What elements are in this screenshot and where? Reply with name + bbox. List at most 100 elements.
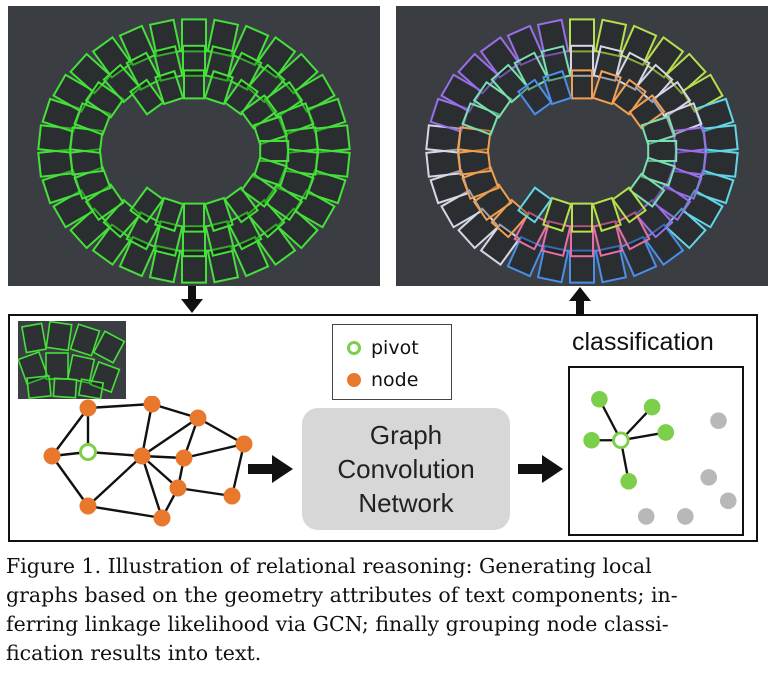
text-component-box <box>542 196 573 233</box>
linked-node <box>620 472 637 490</box>
unlinked-node <box>719 492 737 510</box>
gcn-label-line3: Network <box>358 488 454 518</box>
text-component-box <box>619 235 658 278</box>
graph-node <box>175 449 193 467</box>
text-component-box <box>231 24 270 67</box>
classification-box <box>568 366 744 536</box>
text-component-box <box>118 235 157 278</box>
text-component-box <box>570 44 594 77</box>
graph-edge <box>177 486 233 498</box>
text-component-box <box>591 69 622 106</box>
unlinked-node <box>710 412 727 430</box>
graph-node <box>133 447 151 465</box>
text-component-box <box>571 202 593 233</box>
classification-title: classification <box>572 328 714 356</box>
down-arrow-icon <box>181 286 203 313</box>
unlinked-node <box>637 508 655 525</box>
gcn-label-line2: Convolution <box>337 454 475 484</box>
text-component-box <box>506 24 545 67</box>
linked-node <box>643 398 661 416</box>
unlinked-node <box>676 508 694 525</box>
text-component-box <box>619 24 658 67</box>
text-component-box <box>26 375 52 399</box>
legend-pivot-label: pivot <box>371 337 419 359</box>
text-component-box <box>231 235 270 278</box>
up-arrow-icon <box>569 287 591 314</box>
grouped-text-image <box>396 6 768 286</box>
unlinked-node <box>700 469 718 486</box>
graph-node <box>43 447 61 465</box>
graph-node <box>143 396 161 413</box>
legend-pivot: pivot <box>347 337 419 359</box>
graph-edge <box>183 442 245 460</box>
grouped-boxes-overlay <box>425 18 739 284</box>
text-component-box <box>517 78 553 116</box>
local-graph <box>43 396 253 527</box>
text-component-box <box>203 196 234 233</box>
text-component-box <box>252 115 288 146</box>
text-component-box <box>223 186 259 224</box>
pivot-icon <box>347 341 361 355</box>
text-components-image <box>8 6 380 286</box>
text-component-box <box>203 69 234 106</box>
right-arrow-icon <box>518 455 563 483</box>
text-component-box <box>571 69 593 100</box>
text-component-box <box>472 80 513 119</box>
legend-node-label: node <box>371 369 419 391</box>
text-component-box <box>92 330 126 364</box>
graph-node <box>223 487 241 505</box>
text-component-box <box>154 196 185 233</box>
text-component-box <box>84 80 125 119</box>
graph-edge <box>87 455 143 507</box>
text-component-box <box>37 148 74 178</box>
graph-edge <box>230 443 246 497</box>
text-component-box <box>240 172 278 208</box>
graph-node <box>189 409 207 427</box>
text-component-box <box>425 148 462 178</box>
right-arrow-icon <box>248 455 293 483</box>
text-component-box <box>154 69 185 106</box>
gcn-label-line1: Graph <box>369 420 443 450</box>
text-component-box <box>647 140 678 162</box>
graph-edge <box>51 455 89 507</box>
text-component-box <box>66 354 96 384</box>
node-icon <box>347 373 361 387</box>
legend-node: node <box>347 369 418 391</box>
graph-edge <box>141 417 199 457</box>
local-crop-thumbnail <box>18 321 126 399</box>
text-component-box <box>702 124 739 154</box>
graph-node <box>79 399 97 417</box>
text-component-box <box>183 69 205 100</box>
text-component-box <box>45 321 73 352</box>
text-component-box <box>506 235 545 278</box>
graph-edge <box>140 455 164 519</box>
graph-edge <box>140 403 154 457</box>
text-component-box <box>52 377 78 399</box>
text-component-box <box>542 69 573 106</box>
graph-node <box>153 509 171 527</box>
pivot-node <box>79 443 97 461</box>
classification-graph <box>583 390 737 525</box>
pipeline-panel: pivot node Graph Convolution Network cla… <box>8 314 758 542</box>
text-component-box <box>640 115 676 146</box>
linked-node <box>657 424 675 441</box>
text-component-box <box>182 44 206 77</box>
graph-edge <box>51 407 89 457</box>
text-component-box <box>240 94 278 130</box>
text-component-box <box>89 360 121 394</box>
text-component-box <box>591 196 622 233</box>
graph-node <box>79 497 97 515</box>
text-component-box <box>77 378 105 399</box>
text-component-box <box>570 225 594 258</box>
graph-node <box>169 479 187 497</box>
linked-node <box>591 390 608 408</box>
text-component-box <box>640 156 676 187</box>
component-boxes-overlay <box>37 18 351 284</box>
text-component-box <box>223 78 259 116</box>
graph-edge <box>87 402 153 410</box>
graph-edge <box>197 416 245 446</box>
gcn-block: Graph Convolution Network <box>302 408 510 530</box>
text-component-box <box>129 78 165 116</box>
text-component-box <box>118 24 157 67</box>
text-component-box <box>517 186 553 224</box>
